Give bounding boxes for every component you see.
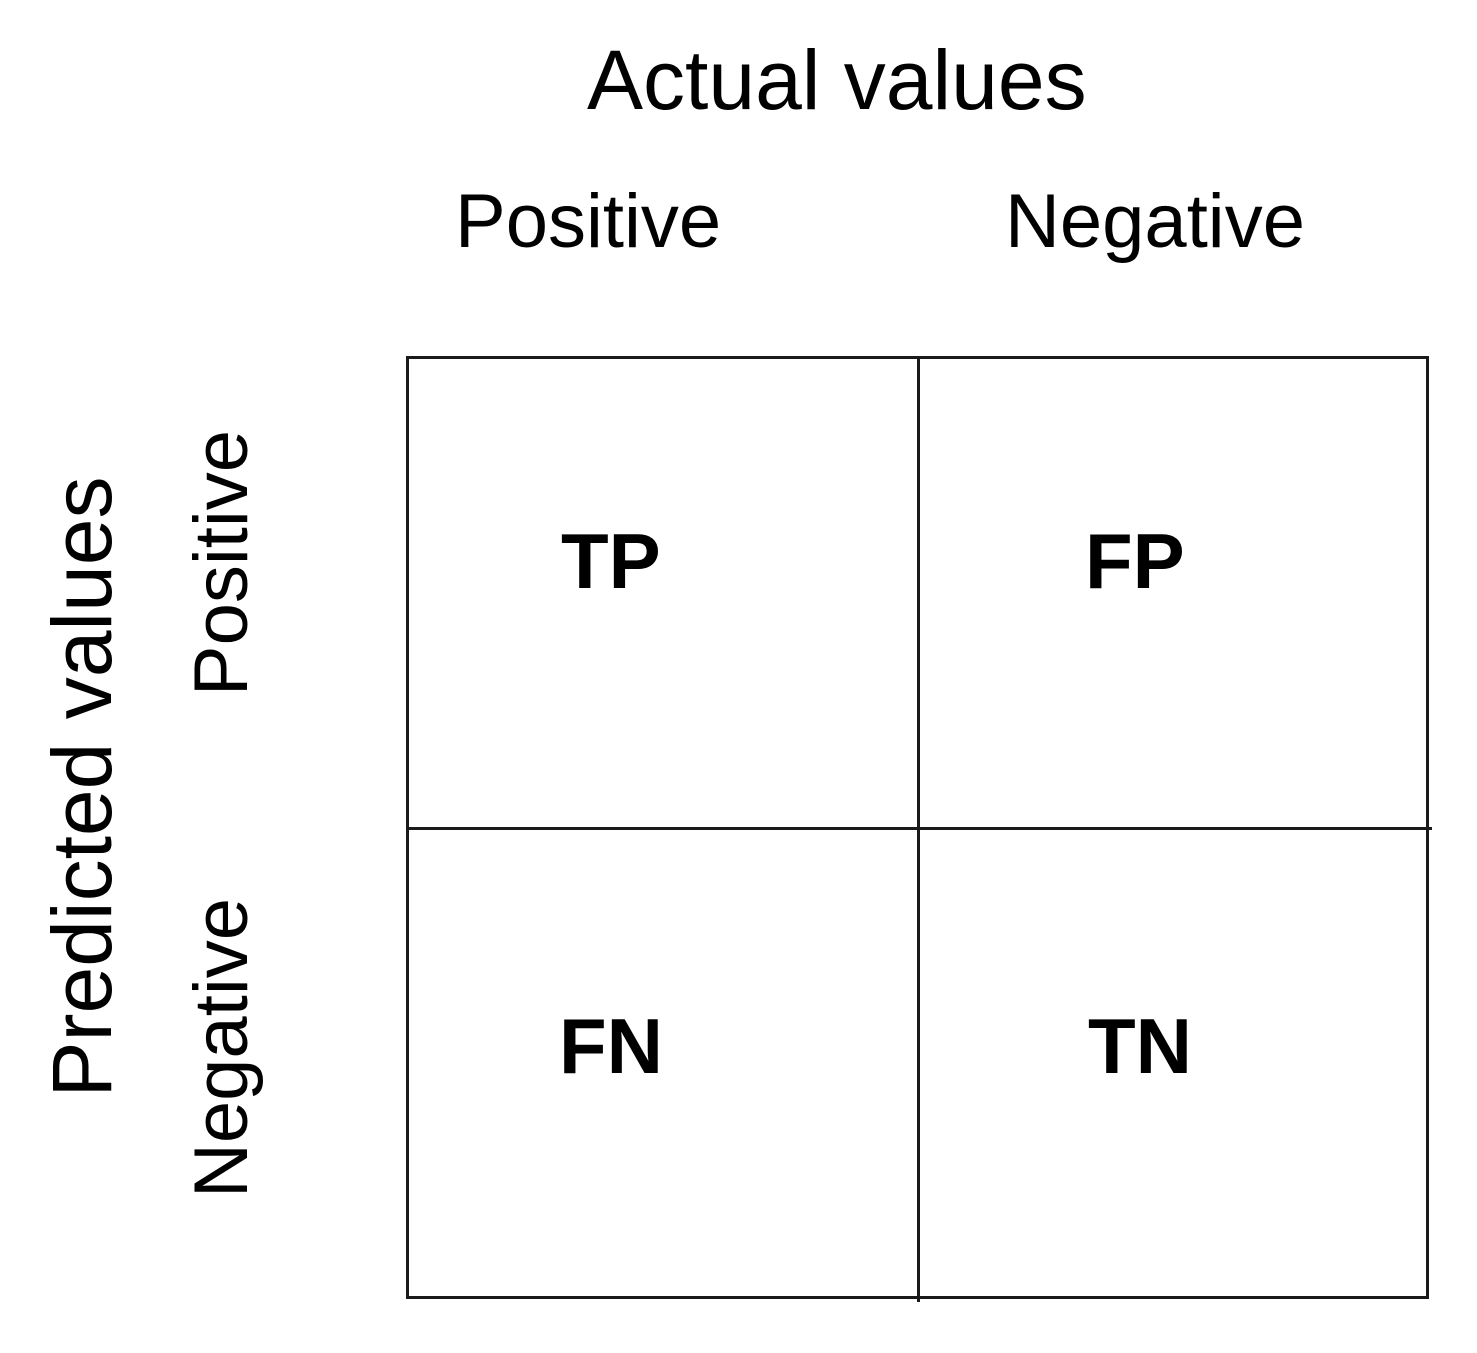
cell-label-fn: FN (559, 1002, 663, 1090)
cell-false-negative: FN (409, 830, 920, 1302)
cell-label-tn: TN (1088, 1002, 1192, 1090)
predicted-values-title: Predicted values (35, 476, 129, 1098)
row-header-negative: Negative (179, 898, 264, 1198)
cell-label-fp: FP (1085, 517, 1185, 605)
row-header-positive: Positive (179, 429, 264, 697)
column-header-negative: Negative (1005, 179, 1305, 264)
cell-false-positive: FP (920, 359, 1432, 830)
actual-values-title: Actual values (587, 33, 1087, 127)
cell-true-negative: TN (920, 830, 1432, 1302)
cell-label-tp: TP (561, 517, 661, 605)
cell-true-positive: TP (409, 359, 920, 830)
column-header-positive: Positive (455, 179, 722, 264)
confusion-matrix-grid: TP FP FN TN (406, 356, 1432, 1302)
